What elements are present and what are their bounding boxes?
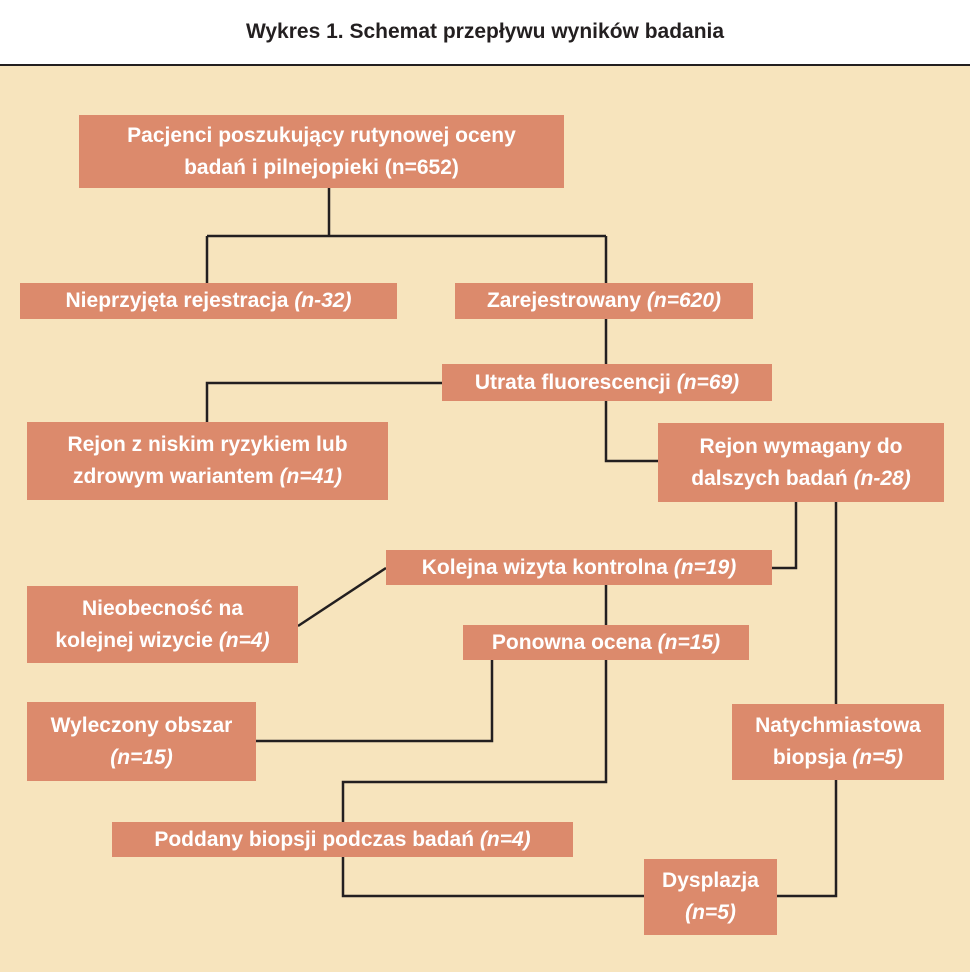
header: Wykres 1. Schemat przepływu wyników bada… [0,0,970,66]
registered-count: (n=620) [646,289,722,312]
not-registered-box: Nieprzyjęta rejestracja (n-32) [20,283,397,319]
followup-label: Kolejna wizyta kontrolna [421,555,674,579]
absent-line2: kolejnej wizycie [55,628,219,652]
absent-box: Nieobecność na kolejnej wizycie (n=4) [27,586,298,663]
absent-count: (n=4) [218,628,270,652]
connector-patients-split [205,188,608,283]
immediate-biopsy-line2: biopsja [772,746,853,769]
not-registered-label: Nieprzyjęta rejestracja [65,289,295,312]
low-risk-count: (n=41) [279,465,342,488]
healed-count: (n=15) [110,745,173,769]
connector-fluorescence-lowrisk [205,381,442,422]
not-registered-count: (n-32) [294,289,352,312]
biopsy-during-box: Poddany biopsji podczas badań (n=4) [112,822,573,857]
followup-box: Kolejna wizyta kontrolna (n=19) [386,550,772,585]
connector-fluorescence-further [604,401,658,463]
connector-followup-absent [297,566,387,628]
reassessment-label: Ponowna ocena [491,630,658,654]
registered-label: Zarejestrowany [486,289,647,312]
registered-box: Zarejestrowany (n=620) [455,283,753,319]
patients-box: Pacjenci poszukujący rutynowej oceny bad… [79,115,564,188]
connector-reassessment-biopsy [341,660,608,822]
patients-line2: badań i pilnejopieki (n=652) [184,155,459,179]
further-tests-line1: Rejon wymagany do [699,434,903,458]
low-risk-line2: zdrowym wariantem [73,465,280,488]
low-risk-line1: Rejon z niskim ryzykiem lub [67,433,348,456]
immediate-biopsy-count: (n=5) [852,746,904,769]
healed-line1: Wyleczony obszar [50,713,233,737]
immediate-biopsy-box: Natychmiastowa biopsja (n=5) [732,704,944,780]
biopsy-during-label: Poddany biopsji podczas badań [154,827,480,851]
dysplasia-count: (n=5) [685,901,736,924]
further-tests-count: (n-28) [853,466,911,490]
dysplasia-line1: Dysplazja [662,869,759,892]
connector-reassessment-healed [256,660,494,743]
immediate-biopsy-line1: Natychmiastowa [755,714,921,737]
followup-count: (n=19) [673,555,737,579]
fluorescence-loss-box: Utrata fluorescencji (n=69) [442,364,772,401]
biopsy-during-count: (n=4) [479,827,531,851]
fluorescence-loss-label: Utrata fluorescencji [474,370,677,394]
reassessment-count: (n=15) [657,630,721,654]
further-tests-line2: dalszych badań [691,466,854,490]
absent-line1: Nieobecność na [81,596,244,620]
reassessment-box: Ponowna ocena (n=15) [463,625,749,660]
healed-box: Wyleczony obszar (n=15) [27,702,256,781]
connector-further-followup [772,502,798,570]
fluorescence-loss-count: (n=69) [676,370,740,394]
further-tests-box: Rejon wymagany do dalszych badań (n-28) [658,423,944,502]
figure-title: Wykres 1. Schemat przepływu wyników bada… [245,20,725,43]
dysplasia-box: Dysplazja (n=5) [644,859,777,935]
connector-immediate-dysplasia [777,780,838,898]
patients-line1: Pacjenci poszukujący rutynowej oceny [127,123,516,147]
low-risk-box: Rejon z niskim ryzykiem lub zdrowym wari… [27,422,388,500]
connector-biopsy-dysplasia [341,857,644,898]
